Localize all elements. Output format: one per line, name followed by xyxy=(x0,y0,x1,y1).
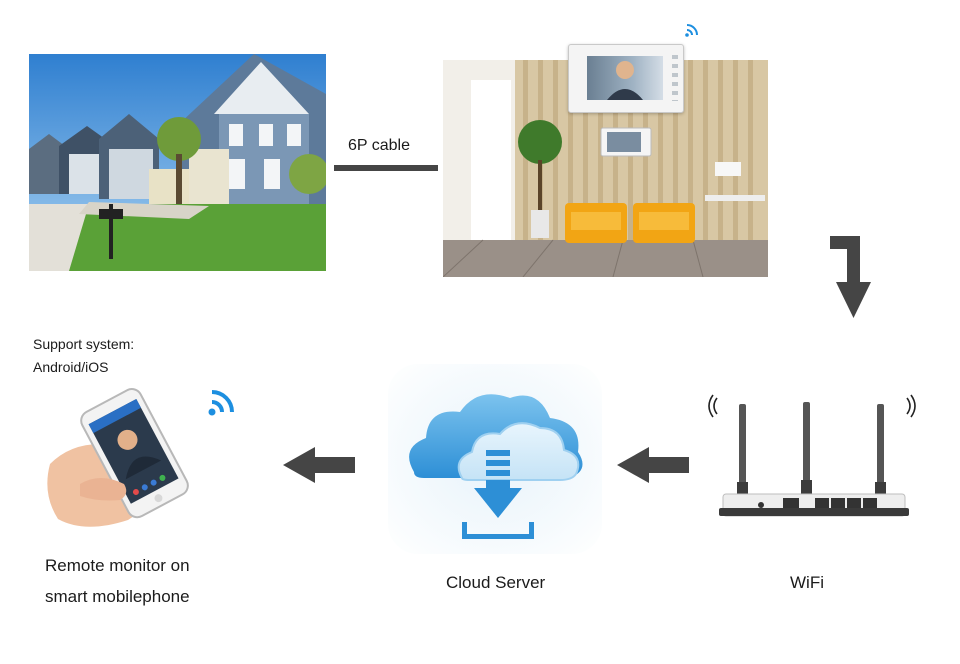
wifi-signal-icon xyxy=(685,24,698,37)
monitor-screen xyxy=(587,56,663,100)
support-system-line1: Support system: xyxy=(33,336,135,352)
phone-label-line1: Remote monitor on xyxy=(45,556,190,575)
support-system-line2: Android/iOS xyxy=(33,359,109,375)
monitor-buttons xyxy=(672,55,678,101)
router-icon xyxy=(708,394,916,517)
cloud-download-icon xyxy=(409,394,583,539)
smartphone-icon xyxy=(47,388,189,527)
door-monitor xyxy=(568,44,684,113)
face-icon xyxy=(607,61,643,100)
house-photo xyxy=(29,54,326,271)
wifi-label: WiFi xyxy=(790,573,824,592)
arrow-left-icon xyxy=(617,447,689,483)
cable-label: 6P cable xyxy=(348,137,410,154)
arrow-left-icon xyxy=(283,447,355,483)
cloud-label: Cloud Server xyxy=(446,573,546,592)
arrow-down-icon xyxy=(830,236,871,318)
cable-line xyxy=(334,165,438,171)
phone-label-line2: smart mobilephone xyxy=(45,587,190,606)
phone-wifi-icon xyxy=(208,390,234,416)
